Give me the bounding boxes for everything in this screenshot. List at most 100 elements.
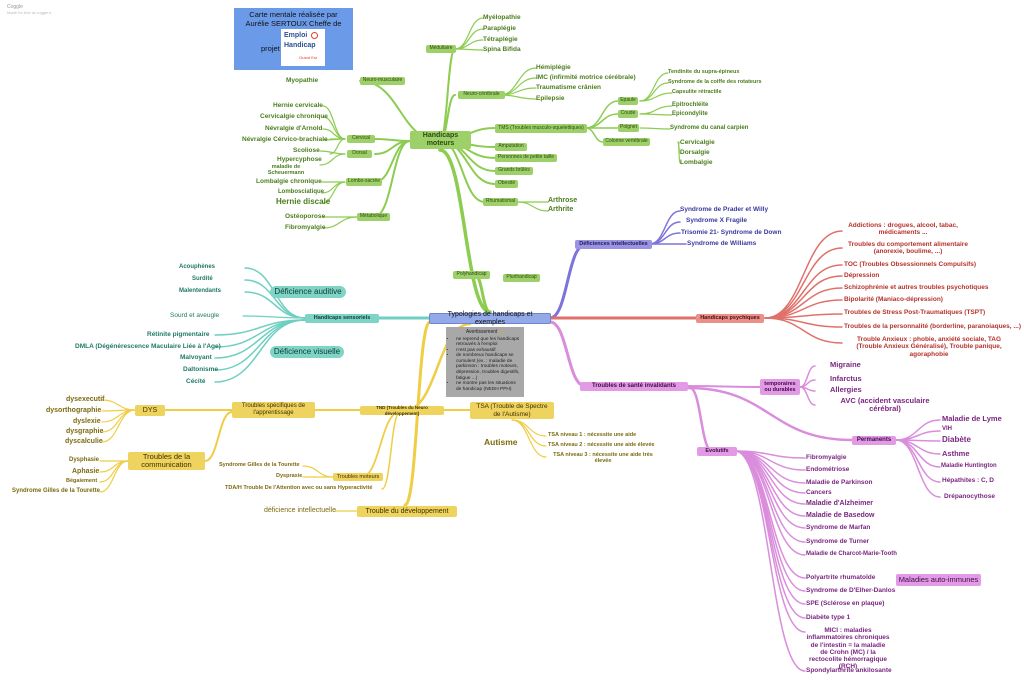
branch-line (764, 317, 843, 344)
visuelle-item: Rétinite pigmentaire (147, 331, 210, 338)
note-bullet: ne montre pas les situations de handicap… (456, 381, 521, 392)
permanent-item: VIH (942, 426, 953, 432)
intellectuelle-item: Syndrome de Williams (687, 240, 757, 247)
branch-line (438, 148, 492, 314)
deficiences-intellectuelles-node: Déficiences intellectuelles (575, 240, 652, 249)
permanent-item: Drépanocythose (944, 493, 995, 500)
psychique-item: Schizophrénie et autres troubles psychot… (844, 284, 989, 291)
epaule-item: Tendinite du supra-épineux (668, 69, 740, 75)
branch-line (360, 411, 401, 478)
branch-line (214, 319, 306, 383)
note-bullet: n'est pas exhaustif (456, 348, 521, 354)
branch-line (329, 138, 346, 155)
psychique-item: Trouble Anxieux : phobie, anxiété social… (856, 336, 1002, 358)
deficience-intellectuelle-label: déficience intellectuelle (264, 507, 336, 514)
coude-item: Epitrochléite (672, 102, 709, 108)
branch-line (511, 419, 547, 458)
auto-immune-item: Polyartrite rhumatoïde (806, 574, 876, 581)
branch-line (687, 385, 761, 388)
branch-line (895, 419, 941, 441)
branch-line (381, 411, 401, 490)
visuelle-item: Malvoyant (180, 354, 212, 361)
temporaires-durables-node: temporaires ou durables (760, 379, 800, 395)
evolutif-item: Endométriose (806, 466, 850, 473)
neuro-musculaire-node: Neuro-musculaire (360, 77, 405, 85)
communication-item: Syndrome Gilles de la Tourette (12, 488, 100, 494)
app-subtitle: Made for free at coggle.it (7, 10, 52, 15)
auditive-item: Acouphènes (179, 264, 216, 270)
lombosciatique-label: Lombosciatique (278, 189, 325, 195)
colonne-item: Dorsalgie (680, 149, 710, 156)
evolutif-item: Fibromyalgie (806, 454, 847, 461)
handicaps-moteurs-node: Handicaps moteurs (410, 131, 471, 149)
auto-immune-item: SPE (Sclérose en plaque) (806, 600, 885, 607)
tnd-node: TND (Troubles du Neuro développement) (360, 405, 444, 416)
epaule-item: Capsulite rétractile (672, 89, 722, 95)
tdah-label: TDA/H Trouble De l'Attention avec ou san… (225, 485, 373, 491)
psychique-item: Troubles de la personnalité (borderline,… (844, 323, 1021, 330)
rhumatismal-node: Rhumatismal (483, 198, 518, 206)
branch-line (677, 141, 681, 164)
branch-line (734, 450, 806, 672)
branch-line (204, 411, 233, 462)
auto-immune-item: MICI : maladies inflammatoires chronique… (806, 627, 890, 671)
communication-item: Aphasie (72, 468, 100, 475)
note-title: Avertissement (465, 329, 498, 335)
branch-line (734, 450, 806, 619)
dys-item: dyscalculie (65, 438, 103, 445)
branch-line (548, 243, 587, 320)
cervical-item: Hernie cervicale (273, 102, 323, 109)
branch-line (639, 127, 671, 130)
visuelle-item: Cécité (186, 378, 206, 385)
branch-line (101, 399, 136, 411)
warning-note: Avertissement ⚠ ne reprend que les handi… (446, 327, 524, 397)
branch-line (639, 105, 673, 115)
branch-line (639, 92, 673, 102)
lombalgie-chronique-label: Lombalgie chronique (256, 178, 322, 185)
auditive-item: Malentendants (179, 288, 222, 294)
branch-line (439, 48, 456, 142)
medullaire-item: Tétraplégie (483, 36, 518, 43)
branch-line (585, 113, 619, 129)
communication-item: Bégaiement (66, 478, 98, 484)
hernie-discale-label: Hernie discale (276, 197, 331, 206)
warning-icon: ⚠ (498, 329, 505, 335)
neuro-cerebrale-item: IMC (infirmité motrice cérébrale) (536, 74, 636, 81)
branch-line (585, 127, 604, 143)
branch-line (799, 386, 816, 406)
evolutif-item: Maladie de Parkinson (806, 479, 873, 486)
epaule-item: Syndrome de la coiffe des rotateurs (668, 79, 762, 85)
branch-line (242, 315, 306, 319)
logo-word-2: Handicap (284, 42, 316, 49)
tsa-item: TSA niveau 3 : nécessite une aide très é… (553, 452, 653, 465)
cervical-item: Névralgie d'Arnold (265, 125, 323, 132)
medullaire-item: Paraplégie (483, 25, 516, 32)
emploi-handicap-logo: Emploi Handicap Grand Est (281, 29, 325, 66)
deficience-visuelle-node: Déficience visuelle (270, 346, 344, 358)
temporaire-item: Migraine (830, 360, 861, 369)
handicaps-sensoriels-node: Handicaps sensoriels (305, 314, 379, 323)
branch-line (686, 386, 854, 442)
auto-immune-item: Spondylarthrite ankilosante (806, 667, 892, 674)
psychique-item: Bipolarité (Maniaco-dépression) (844, 296, 943, 303)
neuro-cerebrale-item: Epilepsie (536, 95, 565, 102)
cervical-item: Névralgie Cérvico-brachiale (242, 136, 328, 143)
rhumatismal-item: Arthrose (548, 197, 578, 204)
medullaire-node: Médullaire (426, 45, 456, 53)
cervical-item: Cervicalgie chronique (260, 113, 328, 120)
central-node: Typologies de handicaps et exemples (429, 311, 551, 326)
note-bullet: de nombreux handicaps se cumulent (ex. :… (456, 353, 521, 381)
branch-line (319, 153, 346, 166)
sourd-aveugle-label: Sourd et aveugle (170, 312, 220, 319)
branch-line (799, 379, 816, 388)
temporaire-item: Allergies (830, 385, 862, 394)
logo-word-3: Grand Est (299, 55, 318, 60)
evolutif-item: Maladie d'Alzheimer (806, 500, 874, 507)
metabolique-node: Métabolique (357, 213, 390, 221)
psychique-item: Troubles du comportement alimentaire (an… (848, 241, 968, 256)
coude-item: Epicondylite (672, 111, 708, 117)
app-name: Coggle (7, 4, 23, 10)
trouble-developpement-node: Trouble du développement (357, 506, 457, 517)
colonne-item: Lombalgie (680, 159, 713, 166)
